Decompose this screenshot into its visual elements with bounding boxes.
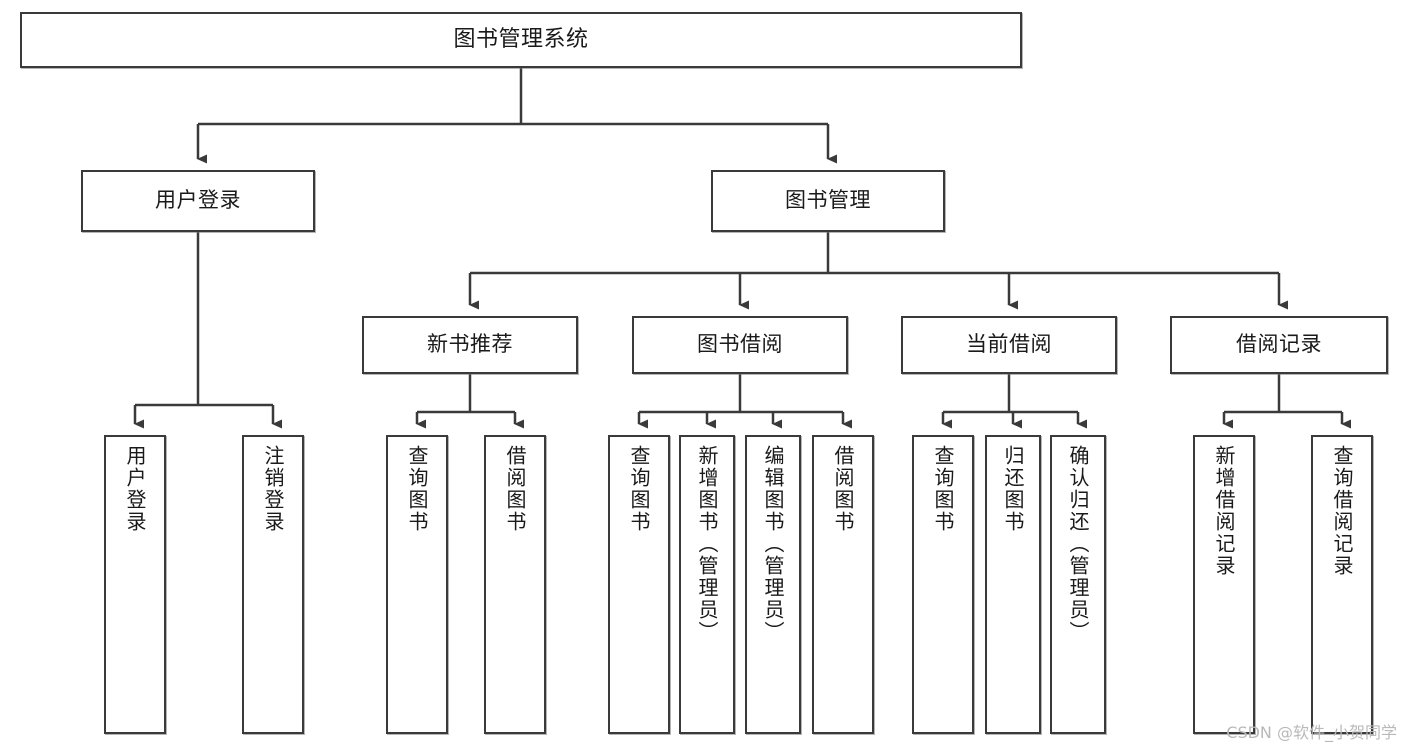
node-user-login-label: 用户登录 xyxy=(155,188,241,213)
node-book-manage-label: 图书管理 xyxy=(785,188,871,213)
node-leaf-borrow-book-2-label: 借阅图书 xyxy=(831,445,855,533)
node-root-label: 图书管理系统 xyxy=(453,26,589,52)
node-leaf-borrow-book-1-label: 借阅图书 xyxy=(503,445,527,533)
node-root[interactable]: 图书管理系统 xyxy=(20,12,1022,68)
node-leaf-add-book-label: 新增图书（管理员） xyxy=(695,445,719,643)
node-leaf-add-record-label: 新增借阅记录 xyxy=(1212,445,1236,577)
node-borrow-record[interactable]: 借阅记录 xyxy=(1170,316,1388,374)
node-new-book-recommend-label: 新书推荐 xyxy=(427,332,513,357)
node-leaf-edit-book-label: 编辑图书（管理员） xyxy=(761,445,785,643)
node-borrow-record-label: 借阅记录 xyxy=(1236,332,1322,357)
node-leaf-confirm-return-label: 确认归还（管理员） xyxy=(1066,445,1090,643)
node-leaf-edit-book[interactable]: 编辑图书（管理员） xyxy=(745,435,801,734)
node-leaf-query-record-label: 查询借阅记录 xyxy=(1330,445,1354,577)
node-current-borrow[interactable]: 当前借阅 xyxy=(901,316,1117,374)
node-leaf-logout-label: 注销登录 xyxy=(261,445,285,533)
node-leaf-borrow-book-2[interactable]: 借阅图书 xyxy=(812,435,874,734)
node-book-manage[interactable]: 图书管理 xyxy=(711,170,945,232)
node-book-borrow[interactable]: 图书借阅 xyxy=(632,316,848,374)
node-leaf-query-book-2[interactable]: 查询图书 xyxy=(608,435,670,734)
node-leaf-borrow-book-1[interactable]: 借阅图书 xyxy=(484,435,546,734)
node-leaf-return-book-label: 归还图书 xyxy=(1001,445,1025,533)
node-current-borrow-label: 当前借阅 xyxy=(966,332,1052,357)
watermark-text: CSDN @软件_小贺同学 xyxy=(1226,723,1397,742)
node-new-book-recommend[interactable]: 新书推荐 xyxy=(362,316,578,374)
node-user-login[interactable]: 用户登录 xyxy=(81,170,315,232)
node-leaf-query-book-3[interactable]: 查询图书 xyxy=(912,435,974,734)
node-leaf-add-book[interactable]: 新增图书（管理员） xyxy=(679,435,735,734)
node-leaf-query-book-1[interactable]: 查询图书 xyxy=(386,435,448,734)
node-leaf-query-record[interactable]: 查询借阅记录 xyxy=(1311,435,1373,734)
node-book-borrow-label: 图书借阅 xyxy=(697,332,783,357)
node-leaf-logout[interactable]: 注销登录 xyxy=(242,435,304,734)
node-leaf-confirm-return[interactable]: 确认归还（管理员） xyxy=(1050,435,1106,734)
node-leaf-query-book-1-label: 查询图书 xyxy=(405,445,429,533)
node-leaf-user-login[interactable]: 用户登录 xyxy=(104,435,166,734)
node-leaf-add-record[interactable]: 新增借阅记录 xyxy=(1193,435,1255,734)
node-leaf-query-book-3-label: 查询图书 xyxy=(931,445,955,533)
node-leaf-query-book-2-label: 查询图书 xyxy=(627,445,651,533)
node-leaf-return-book[interactable]: 归还图书 xyxy=(985,435,1041,734)
node-leaf-user-login-label: 用户登录 xyxy=(123,445,147,533)
